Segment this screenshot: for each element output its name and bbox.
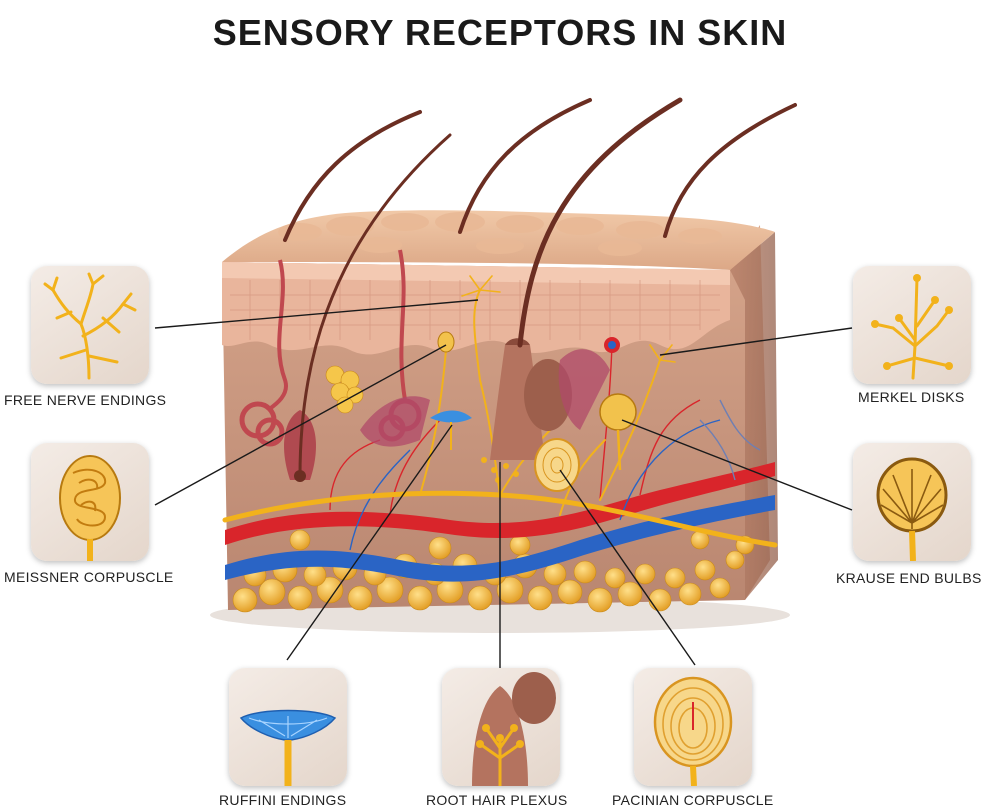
label-ruffini-endings: RUFFINI ENDINGS (219, 792, 347, 808)
epidermis-cells (230, 280, 720, 340)
leader-line-merkel (659, 327, 853, 356)
leader-line-meissner (154, 344, 447, 506)
label-krause-end-bulbs: KRAUSE END BULBS (836, 570, 982, 586)
label-merkel-disks: MERKEL DISKS (858, 389, 965, 405)
receptor-pacinian-in-skin (534, 438, 580, 492)
label-pacinian-corpuscle: PACINIAN CORPUSCLE (612, 792, 774, 808)
label-free-nerve-endings: FREE NERVE ENDINGS (4, 392, 167, 408)
page-title: SENSORY RECEPTORS IN SKIN (212, 12, 788, 53)
leader-line-pacinian (559, 469, 696, 666)
label-meissner-corpuscle: MEISSNER CORPUSCLE (4, 569, 174, 585)
receptor-merkel-in-skin (604, 337, 620, 353)
pacinian-corpuscle-card (634, 668, 752, 786)
leader-line-krause (621, 419, 853, 511)
merkel-disks-card (853, 266, 971, 384)
free-nerve-endings-card (31, 266, 149, 384)
leader-line-ruffini (286, 424, 453, 661)
skin-block (210, 97, 797, 633)
receptor-krause-in-skin (599, 393, 637, 471)
vein-vessel (225, 495, 775, 582)
ruffini-endings-icon (239, 709, 337, 786)
arrector-muscle (360, 349, 610, 447)
label-root-hair-plexus: ROOT HAIR PLEXUS (426, 792, 568, 808)
merkel-disks-icon (871, 274, 953, 380)
receptor-meissner-in-skin (437, 331, 455, 353)
fat-layer (232, 529, 755, 613)
root-hair-plexus-icon (472, 672, 556, 786)
meissner-corpuscle-card (31, 443, 149, 561)
ruffini-endings-card (229, 668, 347, 786)
pacinian-corpuscle-icon (653, 676, 733, 786)
leader-lines (154, 299, 853, 670)
krause-end-bulbs-card (853, 443, 971, 561)
free-nerve-endings-icon (43, 272, 137, 380)
meissner-corpuscle-icon (59, 455, 121, 561)
skin-surface-bumps (278, 212, 722, 256)
artery-vessel (225, 462, 775, 545)
root-hair-plexus-card (442, 668, 560, 786)
krause-end-bulbs-icon (876, 457, 948, 561)
leader-line-free-nerve (154, 299, 479, 329)
